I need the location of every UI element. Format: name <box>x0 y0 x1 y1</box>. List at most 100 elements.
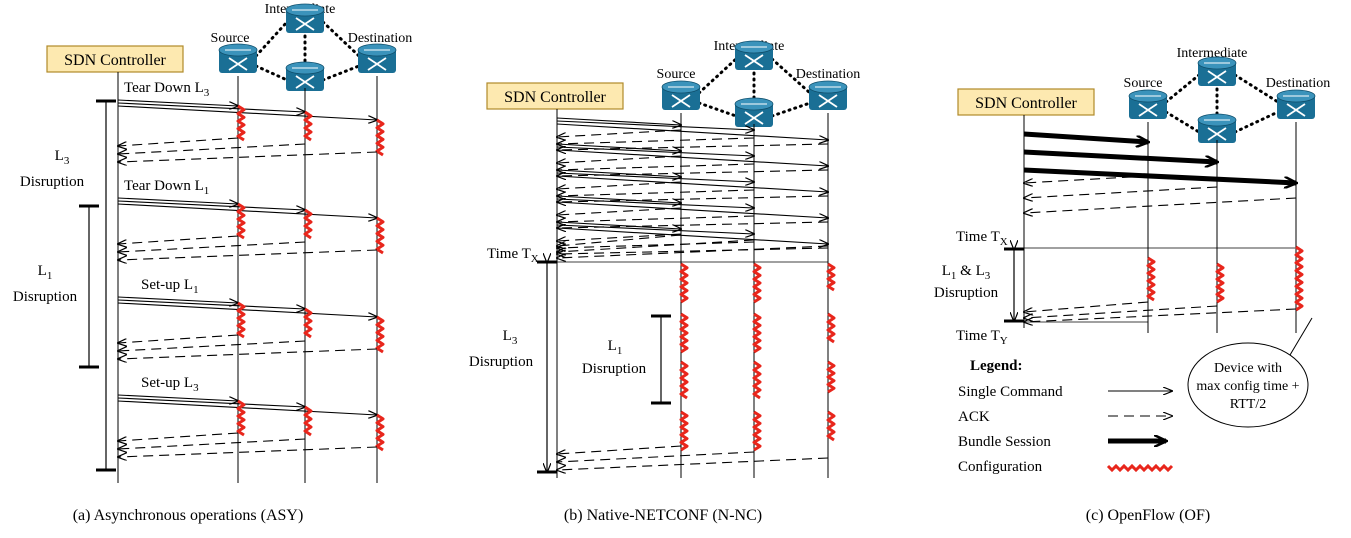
configuration-mark <box>826 312 836 344</box>
configuration-mark <box>303 110 313 142</box>
command-arrow <box>556 172 754 182</box>
configuration-mark <box>375 315 385 354</box>
ack-arrow <box>1024 175 1149 183</box>
l1-disruption-label: L1 <box>38 263 53 282</box>
router-network <box>661 40 848 127</box>
configuration-mark <box>375 118 385 157</box>
configuration-mark <box>1146 256 1156 302</box>
note-line-3: RTT/2 <box>1230 397 1267 412</box>
setup-l1-label: Set-up L1 <box>141 277 199 296</box>
command-arrow <box>117 302 377 317</box>
ack-arrow <box>557 451 755 462</box>
l3-disruption-line2: Disruption <box>20 174 85 190</box>
destination-label: Destination <box>348 31 413 46</box>
source-label: Source <box>211 31 250 46</box>
legend-title: Legend: <box>970 358 1023 374</box>
command-arrow <box>556 201 828 218</box>
router-icon <box>1197 113 1237 143</box>
command-arrow <box>117 299 305 309</box>
router-icon <box>808 80 848 110</box>
time-ty-label: Time TY <box>956 328 1008 347</box>
destination-label: Destination <box>1266 76 1331 91</box>
ack-arrow <box>557 245 829 258</box>
ack-arrow <box>118 249 378 260</box>
ack-arrow <box>557 155 682 163</box>
ack-arrow <box>118 446 378 457</box>
router-icon <box>357 43 397 73</box>
source-label: Source <box>657 67 696 82</box>
ack-arrow <box>118 137 239 146</box>
l1-l3-disruption-label: L1 & L3 <box>942 263 991 282</box>
configuration-mark <box>826 410 836 442</box>
sdn-controller: SDN Controller <box>46 45 184 73</box>
command-arrow <box>556 198 754 208</box>
command-arrow <box>117 400 377 415</box>
panel-c: SDN Controller Source Intermediate Desti… <box>934 46 1330 524</box>
router-network <box>218 3 397 91</box>
command-arrow <box>556 224 754 234</box>
configuration-mark <box>826 360 836 394</box>
tear-down-l3-label: Tear Down L3 <box>124 80 210 99</box>
command-arrow <box>556 227 828 244</box>
legend-configuration: Configuration <box>958 459 1043 475</box>
command-arrow <box>117 203 377 218</box>
router-icon <box>1128 89 1168 119</box>
ack-arrow <box>557 234 682 246</box>
ack-arrow <box>118 348 378 359</box>
legend-single-command: Single Command <box>958 384 1063 400</box>
legend-bundle-session: Bundle Session <box>958 434 1051 450</box>
l3-disruption-label: L3 <box>503 328 518 347</box>
ack-arrow <box>1024 305 1218 318</box>
command-arrow <box>556 120 754 130</box>
ack-arrow <box>118 151 378 162</box>
sdn-controller: SDN Controller <box>486 82 624 110</box>
ack-arrow <box>557 207 682 215</box>
disruption-line2: Disruption <box>934 285 999 301</box>
command-arrow <box>117 397 305 407</box>
configuration-mark <box>236 301 246 339</box>
command-arrow <box>556 221 681 229</box>
configuration-mark <box>303 208 313 240</box>
ack-arrow <box>557 445 682 454</box>
configurations <box>1146 245 1304 312</box>
configuration-mark <box>303 307 313 339</box>
router-icon <box>1197 56 1237 86</box>
l3-disruption-label: L3 <box>55 148 70 167</box>
ack-arrow <box>557 215 755 222</box>
caption-c: (c) OpenFlow (OF) <box>1086 507 1210 524</box>
ack-arrow <box>557 129 682 137</box>
ack-arrow <box>1024 301 1149 312</box>
l1-disruption-line2: Disruption <box>13 289 78 305</box>
router-icon <box>661 80 701 110</box>
configuration-mark <box>236 399 246 437</box>
messages <box>556 117 829 470</box>
command-arrow <box>117 102 305 112</box>
ack-arrow <box>118 340 306 351</box>
configuration-mark <box>1215 262 1225 304</box>
setup-l3-label: Set-up L3 <box>141 375 199 394</box>
configuration-mark <box>375 216 385 255</box>
bundle-arrow <box>1023 131 1148 142</box>
configuration-mark <box>375 413 385 452</box>
bundle-arrow <box>1023 167 1296 183</box>
command-arrow <box>556 117 681 125</box>
controller-label: SDN Controller <box>504 89 606 106</box>
command-arrow <box>556 175 828 192</box>
ack-arrow <box>118 143 306 154</box>
command-arrow <box>556 123 828 140</box>
phase-group <box>117 197 385 260</box>
ack-arrow <box>557 247 829 254</box>
legend-ack: ACK <box>958 409 990 425</box>
command-arrow <box>556 143 681 151</box>
command-arrow <box>117 99 238 106</box>
router-icon <box>734 97 774 127</box>
ack-arrow <box>118 241 306 252</box>
router-icon <box>285 3 325 33</box>
ack-arrow <box>557 189 755 196</box>
ack-arrow <box>118 432 239 441</box>
command-arrow <box>117 105 377 120</box>
bundle-arrow <box>1023 149 1217 162</box>
configuration-mark <box>826 262 836 292</box>
ack-arrow <box>557 233 682 241</box>
